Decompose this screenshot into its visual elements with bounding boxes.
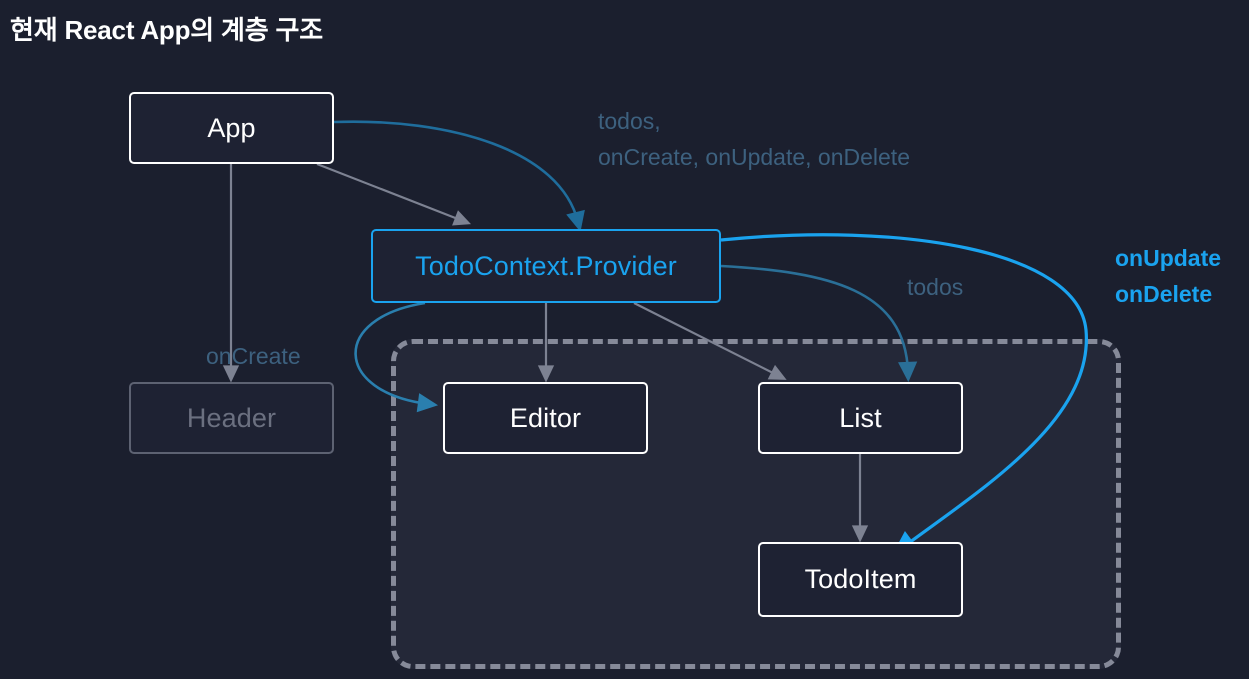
- node-editor-label: Editor: [509, 402, 582, 433]
- node-todocontext-provider[interactable]: TodoContext.Provider: [371, 229, 721, 303]
- node-todoitem[interactable]: TodoItem: [758, 542, 963, 617]
- edge-label-props-from-app: todos, onCreate, onUpdate, onDelete: [598, 108, 910, 170]
- node-list-label: List: [839, 402, 882, 433]
- edge-app-to-provider-gray: [316, 162, 471, 226]
- node-header-label: Header: [186, 402, 277, 433]
- edge-app-to-provider-blue: [333, 120, 585, 232]
- node-header[interactable]: Header: [129, 382, 334, 454]
- edge-label-handlers-to-todoitem: onUpdate onDelete: [1115, 245, 1222, 307]
- node-list[interactable]: List: [758, 382, 963, 454]
- edge-label-oncreate-to-header: onCreate: [206, 343, 301, 369]
- page-title: 현재 React App의 계층 구조: [10, 15, 323, 45]
- edge-label-todos-to-list: todos: [907, 274, 964, 300]
- node-app[interactable]: App: [129, 92, 334, 164]
- node-todocontext-provider-label: TodoContext.Provider: [415, 250, 677, 281]
- node-app-label: App: [207, 112, 256, 143]
- node-todoitem-label: TodoItem: [804, 564, 917, 594]
- node-editor[interactable]: Editor: [443, 382, 648, 454]
